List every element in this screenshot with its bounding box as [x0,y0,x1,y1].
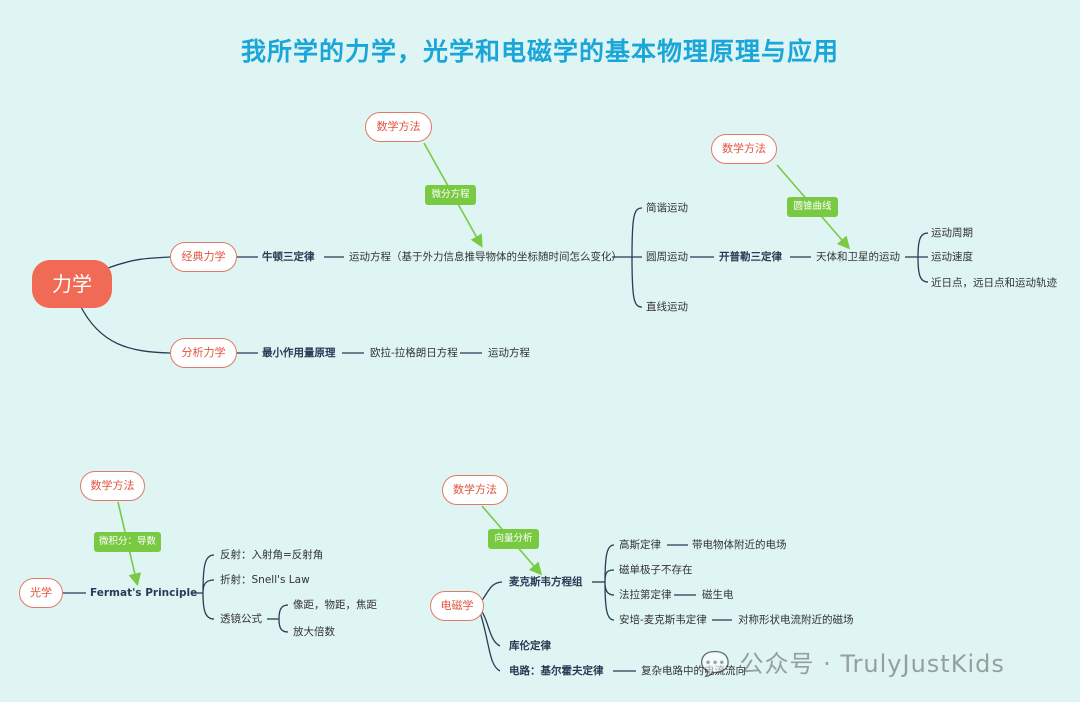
linear-motion-node: 直线运动 [646,301,688,313]
motion-equation-node-2: 运动方程 [488,347,530,359]
refraction-node: 折射：Snell's Law [220,574,310,586]
math-method-node-optics: 数学方法 [80,471,145,501]
tag-differential-equation: 微分方程 [425,185,476,205]
watermark-text: 公众号 · TrulyJustKids [739,650,1005,678]
kirchhoff-desc-node: 复杂电路中的电流流向 [641,665,746,677]
lens-formula-node: 透镜公式 [220,613,262,625]
tag-calculus-derivative: 微积分：导数 [94,532,161,552]
math-method-node-1: 数学方法 [365,112,432,142]
tag-conic-sections: 圆锥曲线 [787,197,838,217]
root-node-mechanics: 力学 [32,260,112,308]
image-distance-node: 像距，物距，焦距 [293,599,377,611]
coulomb-law-node: 库伦定律 [509,640,551,652]
celestial-motion-node: 天体和卫星的运动 [816,251,900,263]
motion-equation-node: 运动方程（基于外力信息推导物体的坐标随时间怎么变化） [349,251,622,263]
analytic-mechanics-node: 分析力学 [170,338,237,368]
kirchhoff-law-node: 电路：基尔霍夫定律 [509,665,604,677]
reflection-node: 反射：入射角=反射角 [220,549,324,561]
wechat-icon: 💬 [700,650,731,678]
perihelion-node: 近日点，远日点和运动轨迹 [931,277,1057,289]
circular-motion-node: 圆周运动 [646,251,688,263]
electromagnetism-node: 电磁学 [430,591,484,621]
gauss-desc-node: 带电物体附近的电场 [692,539,787,551]
watermark: 💬 公众号 · TrulyJustKids [700,644,1005,679]
least-action-node: 最小作用量原理 [262,347,336,359]
page-title: 我所学的力学，光学和电磁学的基本物理原理与应用 [240,37,839,66]
fermat-principle-node: Fermat's Principle [90,587,198,599]
ampere-desc-node: 对称形状电流附近的磁场 [738,614,854,626]
newton-laws-node: 牛顿三定律 [262,251,315,263]
optics-node: 光学 [19,578,63,608]
math-method-node-2: 数学方法 [711,134,777,164]
math-method-node-em: 数学方法 [442,475,508,505]
tag-vector-analysis: 向量分析 [488,529,539,549]
speed-node: 运动速度 [931,251,973,263]
kepler-laws-node: 开普勒三定律 [719,251,782,263]
monopole-node: 磁单极子不存在 [619,564,693,576]
euler-lagrange-node: 欧拉-拉格朗日方程 [370,347,458,359]
faraday-desc-node: 磁生电 [702,589,734,601]
ampere-law-node: 安培-麦克斯韦定律 [619,614,707,626]
faraday-law-node: 法拉第定律 [619,589,672,601]
gauss-law-node: 高斯定律 [619,539,661,551]
maxwell-equations-node: 麦克斯韦方程组 [509,576,583,588]
magnification-node: 放大倍数 [293,626,335,638]
classical-mechanics-node: 经典力学 [170,242,237,272]
shm-node: 简谐运动 [646,202,688,214]
period-node: 运动周期 [931,227,973,239]
